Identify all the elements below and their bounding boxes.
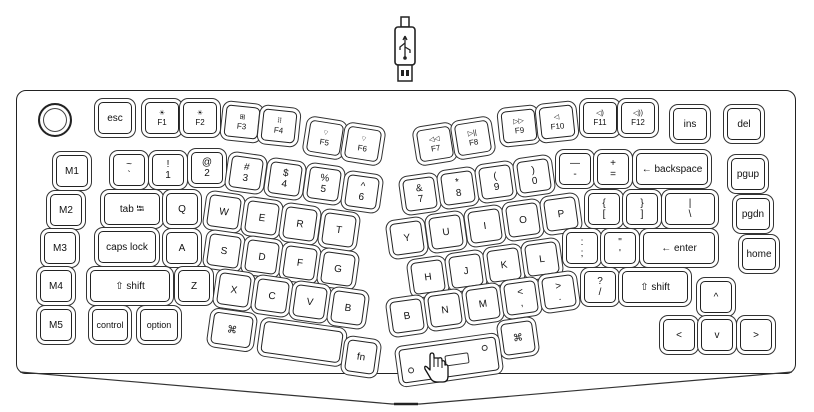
key-esc[interactable]: esc [98,102,132,134]
key-n[interactable]: N [426,291,464,329]
key-arrow-left[interactable]: < [663,319,695,351]
key-5[interactable]: %5 [305,165,343,203]
key-quote[interactable]: "' [604,232,636,264]
key-left-shift[interactable]: ⇧ shift [90,270,170,302]
key-enter[interactable]: ← enter [643,232,715,264]
key-3[interactable]: #3 [227,154,265,192]
key-f9[interactable]: ▷▷F9 [500,108,538,144]
key-equal[interactable]: += [597,153,629,185]
key-7[interactable]: &7 [401,175,439,213]
pointing-hand-icon [424,352,449,383]
key-c[interactable]: C [253,277,291,315]
key-0[interactable]: )0 [515,157,553,195]
key-minus[interactable]: —- [559,153,591,185]
key-y[interactable]: Y [388,219,426,257]
key-m3[interactable]: M3 [44,232,76,264]
key-u[interactable]: U [427,213,465,251]
rotary-knob-icon[interactable] [38,103,72,137]
key-fn[interactable]: fn [343,339,379,375]
key-f10[interactable]: ◁F10 [538,104,576,140]
switch-screw [407,366,415,374]
key-b-left[interactable]: B [329,289,367,327]
key-a[interactable]: A [166,232,198,264]
key-f7[interactable]: ◁◁F7 [415,125,455,163]
key-x[interactable]: X [215,271,253,309]
key-m[interactable]: M [464,285,502,323]
key-9[interactable]: (9 [477,163,515,201]
key-r[interactable]: R [281,205,319,243]
key-s[interactable]: S [205,232,243,270]
key-arrow-up[interactable]: ^ [700,281,732,313]
key-m4[interactable]: M4 [40,270,72,302]
key-m1[interactable]: M1 [56,155,88,187]
key-1[interactable]: !1 [152,154,184,186]
key-backspace[interactable]: ← backspace [636,153,708,185]
key-j[interactable]: J [447,252,485,290]
key-comma[interactable]: <, [502,279,540,317]
key-f11[interactable]: ◁)F11 [583,102,617,134]
key-del[interactable]: del [727,108,761,140]
key-f3[interactable]: ⊞F3 [223,104,261,140]
key-tab[interactable]: tab ⭾ [104,193,160,225]
key-m5[interactable]: M5 [40,309,72,341]
key-arrow-right[interactable]: > [740,319,772,351]
key-control[interactable]: control [92,309,128,341]
key-left-bracket[interactable]: {[ [588,193,620,225]
key-command-right[interactable]: ⌘ [499,319,537,357]
key-slash[interactable]: ?/ [584,271,616,303]
key-f8[interactable]: ▷||F8 [453,119,493,157]
key-b-right[interactable]: B [388,297,426,335]
key-f2[interactable]: ☀F2 [183,102,217,134]
key-home[interactable]: home [742,238,776,270]
key-p[interactable]: P [542,195,580,233]
key-e[interactable]: E [243,199,281,237]
key-v[interactable]: V [291,283,329,321]
key-pgup[interactable]: pgup [731,158,765,190]
key-right-bracket[interactable]: }] [626,193,658,225]
key-f4[interactable]: ⠿F4 [260,108,298,144]
key-4[interactable]: $4 [266,160,304,198]
key-caps-lock[interactable]: caps lock [98,231,156,263]
key-w[interactable]: W [205,193,243,231]
key-period[interactable]: >. [540,273,578,311]
key-backslash[interactable]: |\ [665,193,715,225]
key-t[interactable]: T [320,211,358,249]
key-6[interactable]: ^6 [343,173,381,211]
key-pgdn[interactable]: pgdn [736,198,770,230]
key-d[interactable]: D [243,238,281,276]
key-f[interactable]: F [281,244,319,282]
key-option[interactable]: option [140,309,178,341]
key-ins[interactable]: ins [673,108,707,140]
key-o[interactable]: O [504,201,542,239]
key-k[interactable]: K [485,246,523,284]
key-i[interactable]: I [466,207,504,245]
key-g[interactable]: G [319,250,357,288]
key-f12[interactable]: ◁))F12 [621,102,655,134]
key-2[interactable]: @2 [191,152,223,184]
key-z[interactable]: Z [178,270,210,302]
key-l[interactable]: L [523,240,561,278]
key-arrow-down[interactable]: v [701,319,733,351]
key-right-shift[interactable]: ⇧ shift [622,271,688,303]
key-f5[interactable]: ⌔F5 [305,119,345,157]
key-f1[interactable]: ☀F1 [145,102,179,134]
switch-screw [481,344,489,352]
key-8[interactable]: *8 [439,169,477,207]
usb-connector-icon [394,16,416,82]
key-m2[interactable]: M2 [50,194,82,226]
key-h[interactable]: H [409,258,447,296]
key-f6[interactable]: ⌔F6 [343,125,383,163]
key-grave[interactable]: ~` [113,154,145,186]
key-command-left[interactable]: ⌘ [209,311,255,349]
key-semicolon[interactable]: :; [566,232,598,264]
key-q[interactable]: Q [166,193,198,225]
